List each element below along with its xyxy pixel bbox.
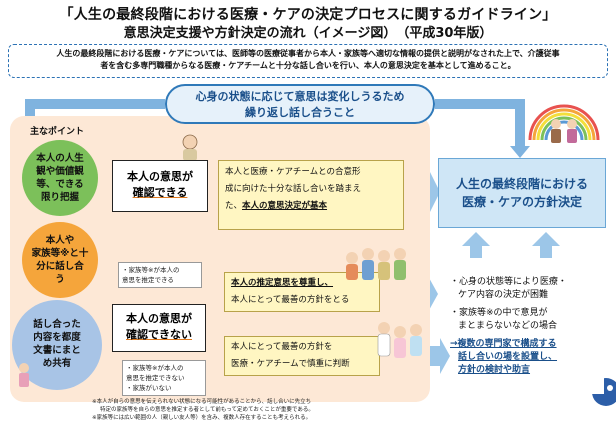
- can-text-line-3: た、本人の意思決定が基本: [225, 198, 397, 215]
- footnote-line: 特定の家族等を自らの意思を推定する者として前もって定めておくことが重要である。: [100, 407, 314, 413]
- can-text-line-1: 本人と医療・ケアチームとの合意形: [225, 167, 361, 177]
- cannot-line-1: 本人の意思が: [126, 312, 192, 325]
- footnote-line: ※家族等には広い範囲の人（親しい友人等）を含み、複数人存在することも考えられる。: [92, 415, 312, 421]
- side-line: →複数の専門家で構成する: [450, 339, 557, 349]
- presume-line-2: 本人にとって最善の方針をとる: [231, 295, 350, 305]
- result-line-1: 人生の最終段階における: [455, 177, 588, 191]
- side-line: まとまらないなどの場合: [458, 321, 558, 331]
- point-3-line: め共有: [42, 358, 72, 369]
- cannot-line-2: 確認できない: [126, 328, 192, 341]
- point-2-line: 家族等※と十: [31, 248, 89, 259]
- summary-line-1: 人生の最終段階における医療・ケアについては、医師等の医療従事者から本人・家族等へ…: [56, 49, 560, 58]
- title-line-2: 意思決定支援や方針決定の流れ（イメージ図） （平成30年版）: [123, 26, 493, 41]
- note-line: ・家族がいない: [126, 384, 172, 392]
- point-1-line: 本人の人生: [36, 153, 84, 164]
- will-confirmable-box: 本人の意思が 確認できる: [112, 160, 208, 212]
- summary-line-2: 者を含む多専門職種からなる医療・ケアチームと十分な話し合いを行い、本人の意思決定…: [100, 61, 516, 70]
- point-1-line: 限り把握: [40, 192, 79, 203]
- cycle-line-1: 心身の状態に応じて意思は変化しうるため: [195, 90, 405, 103]
- policy-decision-box: 人生の最終段階における 医療・ケアの方針決定: [438, 158, 606, 228]
- footnote-line: ※本人が自らの意思を伝えられない状態になる可能性があることから、話し合いに先立ち: [92, 399, 312, 405]
- note-line: ・家族等※が本人の: [122, 266, 180, 274]
- main-points-label: 主なポイント: [30, 127, 85, 137]
- best-line-2: 医療・ケアチームで慎重に判断: [231, 359, 350, 369]
- point-3-line: 内容を都度: [33, 332, 81, 343]
- note-line: ・家族等※が本人の: [126, 364, 184, 372]
- result-line-2: 医療・ケアの方針決定: [461, 195, 582, 209]
- difficult-cases-box: ・心身の状態等により医療・ ケア内容の決定が困難 ・家族等※の中で意見が まとま…: [450, 276, 604, 394]
- caregiver-icon: [19, 363, 29, 387]
- summary-box: 人生の最終段階における医療・ケアについては、医師等の医療従事者から本人・家族等へ…: [8, 44, 608, 78]
- point-3-line: 文書にまと: [33, 345, 81, 356]
- repeat-discussion-banner: 心身の状態に応じて意思は変化しうるため 繰り返し話し合うこと: [165, 84, 435, 124]
- best-line-1: 本人にとって最善の方針を: [231, 342, 333, 352]
- rainbow-family-icon: [528, 104, 600, 143]
- presume-line-1: 本人の推定意思を尊重し、: [231, 278, 334, 288]
- can-line-1: 本人の意思が: [127, 170, 193, 183]
- side-line: 方針の検討や助言: [458, 365, 531, 375]
- point-1-line: 観や価値観: [36, 166, 84, 177]
- will-not-confirmable-box: 本人の意思が 確認できない: [112, 304, 206, 352]
- cycle-line-2: 繰り返し話し合うこと: [245, 106, 355, 119]
- side-line: ・家族等※の中で意見が: [450, 308, 548, 318]
- point-values-circle: 本人の人生 観や価値観 等、できる 限り把握: [22, 140, 98, 216]
- side-line: ・心身の状態等により医療・: [450, 277, 567, 287]
- can-line-2: 確認できる: [132, 186, 188, 199]
- point-2-line: 分に話し合: [36, 261, 84, 272]
- point-2-line: う: [55, 274, 65, 285]
- presume-note: ・家族等※が本人の 意思を推定できる: [118, 262, 202, 288]
- point-1-line: 等、できる: [36, 179, 84, 190]
- best-policy-box: 本人にとって最善の方針を 医療・ケアチームで慎重に判断: [224, 336, 380, 376]
- side-line: ケア内容の決定が困難: [458, 290, 549, 300]
- medical-team-icon: [377, 322, 422, 358]
- point-discuss-circle: 本人や 家族等※と十 分に話し合 う: [22, 222, 98, 298]
- can-text-bold: 本人の意思決定が基本: [242, 201, 328, 211]
- point-2-line: 本人や: [45, 235, 75, 246]
- note-line: 意思を推定できる: [122, 276, 174, 284]
- note-line: 意思を推定できない: [126, 374, 185, 382]
- can-text-line-2: 成に向けた十分な話し合いを踏まえ: [225, 184, 362, 194]
- side-line: 話し合いの場を設置し、: [458, 352, 558, 362]
- family-group-icon: [346, 248, 406, 280]
- footnote: ※本人が自らの意思を伝えられない状態になる可能性があることから、話し合いに先立ち…: [92, 398, 452, 422]
- self-decision-box: 本人と医療・ケアチームとの合意形 成に向けた十分な話し合いを踏まえ た、本人の意…: [218, 160, 404, 230]
- cannot-presume-note: ・家族等※が本人の 意思を推定できない ・家族がいない: [122, 360, 206, 396]
- can-text-pre: た、: [225, 201, 243, 211]
- point-3-line: 話し合った: [33, 319, 81, 330]
- title-line-1: 「人生の最終段階における医療・ケアの決定プロセスに関するガイドライン」: [59, 7, 557, 23]
